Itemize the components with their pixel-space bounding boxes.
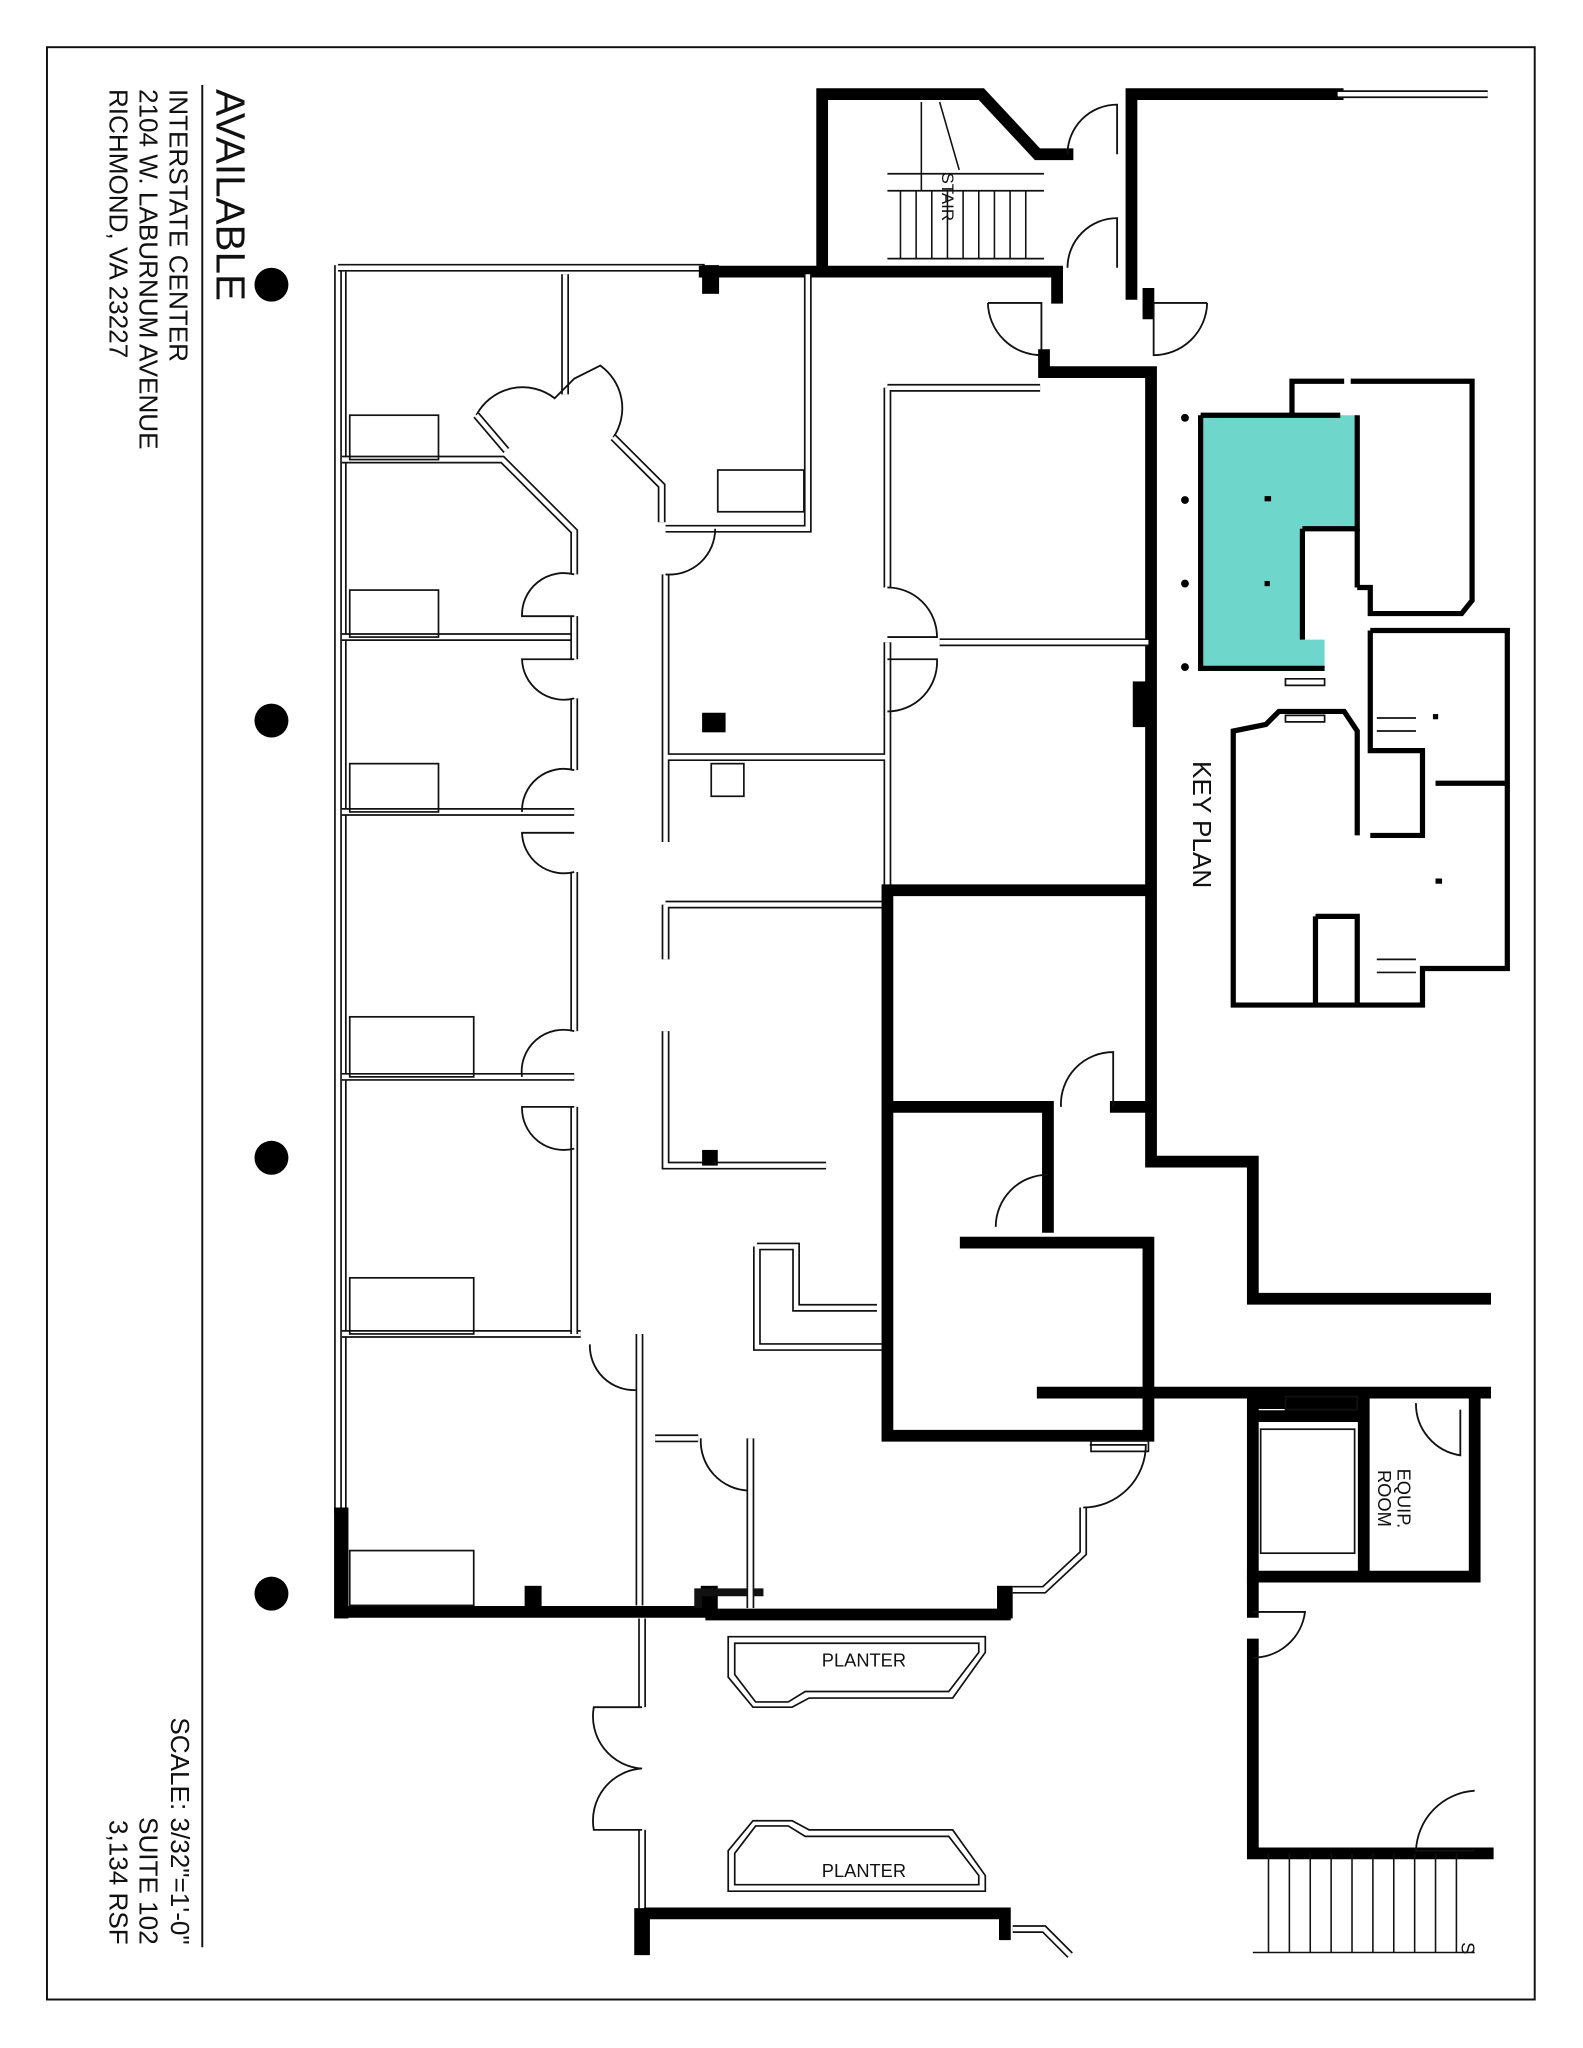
equip-room-label-1: EQUIP. [1394,1469,1415,1529]
planter-1-outline [727,1635,987,1709]
city-state-zip: RICHMOND, VA 23227 [104,89,134,358]
stair-treads [899,101,1027,259]
key-plan: KEY PLAN [1181,378,1510,1008]
planter-2-outline [727,1819,987,1893]
north-arrow-label: S [1458,1942,1479,1954]
building-name: INTERSTATE CENTER [164,89,194,362]
rentable-area: 3,134 RSF [104,1820,134,1945]
planter-2-label: PLANTER [822,1860,906,1881]
east-stair-treads [1252,1853,1475,1954]
street-address: 2104 W. LABURNUM AVENUE [134,89,164,450]
title-available: AVAILABLE [208,89,254,301]
equip-room-label-2: ROOM [1374,1470,1395,1527]
suite-plan: STAIR [334,88,1494,1958]
title-block: AVAILABLE INTERSTATE CENTER 2104 W. LABU… [104,85,254,1948]
sheet-border [46,46,1536,2001]
suite-highlight [1200,415,1358,669]
suite-number: SUITE 102 [134,1817,164,1945]
planter-1-label: PLANTER [822,1650,906,1671]
stair-label: STAIR [938,172,957,221]
scale-note: SCALE: 3/32"=1'-0" [165,1717,195,1944]
column-dot [254,1140,289,1175]
column-dot [254,703,289,738]
sink [710,762,745,798]
column-markers [254,267,289,1611]
column-dot [254,267,289,302]
key-plan-label: KEY PLAN [1187,761,1217,888]
column-dot [254,1576,289,1611]
